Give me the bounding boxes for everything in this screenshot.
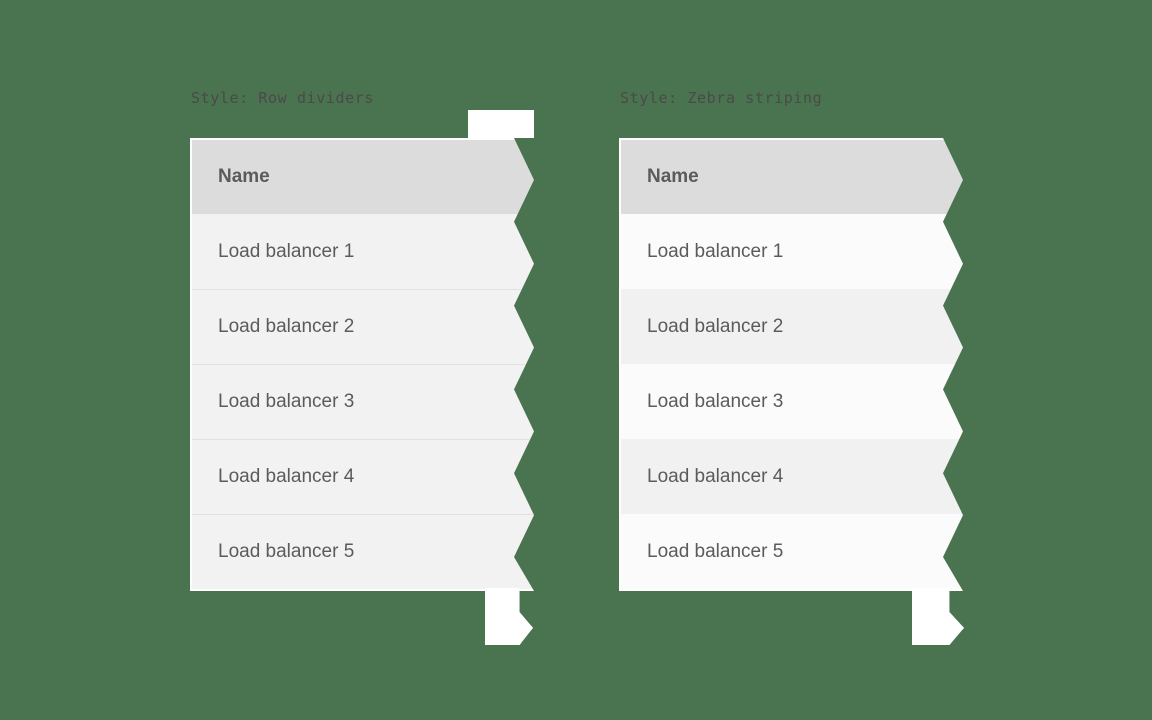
table-row[interactable]: Load balancer 4 [192, 439, 534, 514]
table-zebra-striping: Name Load balancer 1 Load balancer 2 Loa… [619, 138, 963, 591]
cell-name: Load balancer 1 [218, 240, 355, 262]
table-row[interactable]: Load balancer 3 [192, 364, 534, 439]
column-header-name: Name [218, 166, 270, 187]
cell-name: Load balancer 5 [647, 540, 784, 562]
cell-name: Load balancer 3 [218, 391, 355, 412]
table-header-row: Name [621, 140, 963, 214]
column-header-name: Name [647, 166, 699, 187]
cell-name: Load balancer 3 [647, 390, 784, 412]
panel-zebra-striping: Style: Zebra striping Name Load balancer… [619, 0, 1039, 720]
cell-name: Load balancer 1 [647, 240, 784, 262]
table-row[interactable]: Load balancer 4 [621, 439, 963, 514]
table-row[interactable]: Load balancer 1 [621, 214, 963, 289]
panel-label-row-dividers: Style: Row dividers [191, 89, 374, 107]
table-row[interactable]: Load balancer 3 [621, 364, 963, 439]
table-row[interactable]: Load balancer 5 [621, 514, 963, 589]
decorative-bottom-tab-right [912, 588, 964, 645]
table-row-dividers: Name Load balancer 1 Load balancer 2 Loa… [190, 138, 534, 591]
cell-name: Load balancer 4 [218, 466, 355, 487]
cell-name: Load balancer 4 [647, 465, 784, 487]
table-row[interactable]: Load balancer 1 [192, 214, 534, 289]
decorative-bottom-tab-left [485, 588, 533, 645]
cell-name: Load balancer 5 [218, 541, 355, 562]
panel-label-zebra-striping: Style: Zebra striping [620, 89, 823, 107]
panel-row-dividers: Style: Row dividers Name Load balancer 1… [190, 0, 610, 720]
table-row[interactable]: Load balancer 2 [192, 289, 534, 364]
table-row[interactable]: Load balancer 2 [621, 289, 963, 364]
cell-name: Load balancer 2 [218, 316, 355, 337]
table-row[interactable]: Load balancer 5 [192, 514, 534, 589]
decorative-top-tab-left [468, 110, 534, 138]
cell-name: Load balancer 2 [647, 315, 784, 337]
table-header-row: Name [192, 140, 534, 214]
